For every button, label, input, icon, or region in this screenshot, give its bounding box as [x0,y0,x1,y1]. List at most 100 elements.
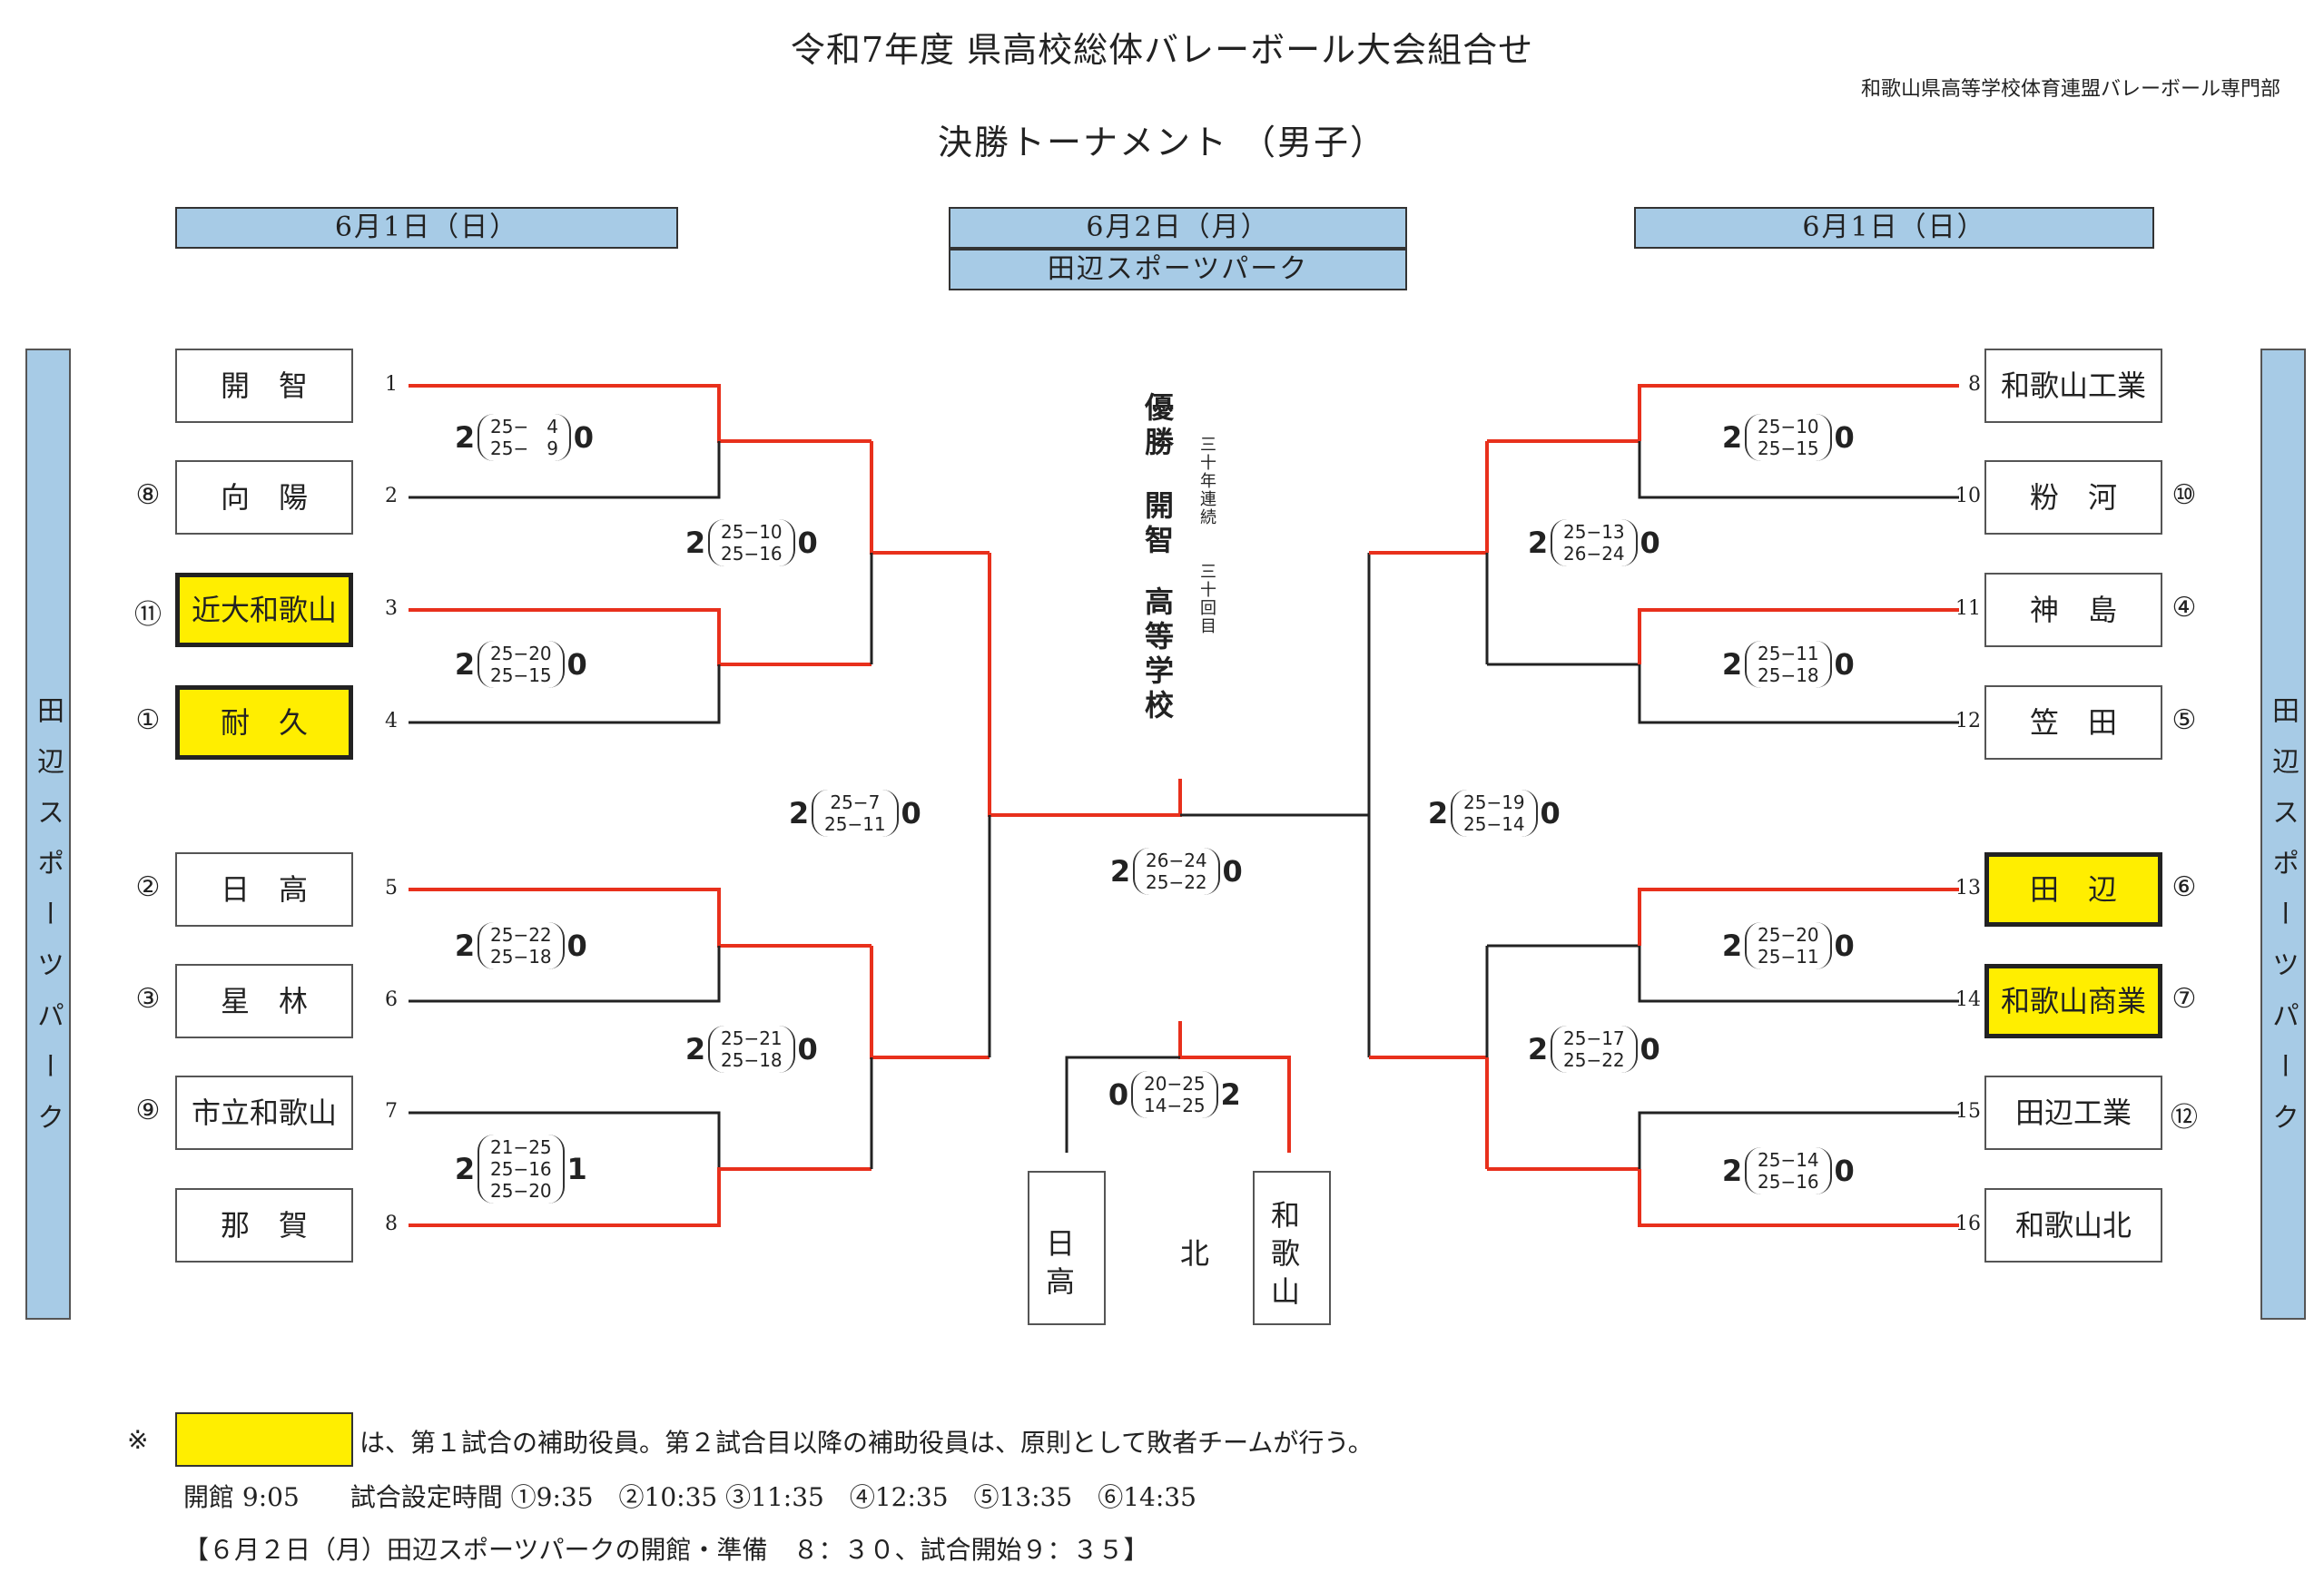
score-winner-sets: 2 [454,929,476,963]
champion-school: 高等学校 [1140,586,1175,724]
bracket-number: 5 [385,877,398,899]
set-score: 25−11 [824,813,886,835]
day2-notice: 【６月２日（月）田辺スポーツパークの開館・準備 ８：３０、試合開始９：３５】 [183,1535,1149,1565]
set-score: 25−22 [490,924,552,946]
set-score: 25−15 [1758,437,1819,459]
seed-mark: ② [135,871,161,903]
bracket-line [988,553,1182,817]
highlight-legend-swatch [175,1412,353,1467]
bracket-number: 13 [1955,877,1981,899]
date-header-center: 6月2日（月） [949,207,1407,249]
set-score: 25−13 [1563,521,1625,543]
bracket-number: 6 [385,988,398,1011]
set-score: 25−21 [721,1027,783,1049]
venue-header-center: 田辺スポーツパーク [949,249,1407,290]
score-winner-sets: 2 [1527,1032,1549,1066]
seed-mark: ⑥ [2171,871,2197,903]
team-right-2: 粉 河 [1984,460,2162,535]
date-header-left: 6月1日（日） [175,207,678,249]
bracket-line [1065,1056,1180,1153]
set-score: 25−11 [1758,643,1819,664]
bracket-number: 16 [1955,1213,1981,1235]
bracket-line [1638,441,1959,499]
score-loser-sets: 0 [1834,929,1855,963]
score-loser-sets: 0 [1834,1154,1855,1188]
set-score: 25−16 [1758,1171,1819,1193]
seed-mark: ③ [135,983,161,1015]
score-loser-sets: 0 [1640,1032,1660,1066]
bracket-line [870,946,990,1059]
seed-mark: ⑧ [135,479,161,511]
bracket-line [1638,1169,1959,1227]
schedule-text: 開館 9:05 試合設定時間 ①9:35 ②10:35 ③11:35 ④12:3… [183,1482,1196,1512]
score-loser-sets: 0 [1640,526,1660,560]
set-score: 21−25 [490,1136,552,1158]
set-score: 25−14 [1758,1149,1819,1171]
champion-name: 開智 [1140,490,1175,559]
bracket-line [1638,888,1959,946]
score-winner-sets: 2 [454,647,476,682]
bracket-number: 11 [1955,597,1981,620]
seed-mark: ④ [2171,592,2197,624]
set-score: 25−20 [490,643,552,664]
bracket-line [1178,1021,1291,1153]
set-score: 14−25 [1144,1095,1206,1116]
set-score: 25−10 [721,521,783,543]
team-right-8: 和歌山北 [1984,1188,2162,1263]
bracket-line [409,946,721,1003]
team-right-1: 和歌山工業 [1984,349,2162,423]
score-loser-sets: 0 [1834,420,1855,455]
set-score: 25−7 [830,791,881,813]
score-winner-sets: 2 [454,420,476,455]
seed-mark: ⑦ [2171,983,2197,1015]
team-right-3: 神 島 [1984,573,2162,647]
venue-left: 田辺スポーツパーク [25,349,71,1320]
score-loser-sets: 0 [1834,647,1855,682]
bracket-number: 4 [385,710,398,732]
team-right-6: 和歌山商業 [1984,964,2162,1038]
seed-mark: ⑫ [2171,1102,2198,1134]
set-score: 25−18 [490,946,552,968]
set-score: 25− 9 [490,437,558,459]
score-loser-sets: 0 [797,526,818,560]
score-winner-sets: 2 [1721,420,1743,455]
bracket-line [409,1167,872,1227]
bracket-line [409,441,721,499]
set-score: 20−25 [1144,1073,1206,1095]
bracket-line [870,441,990,555]
score-loser-sets: 0 [1222,854,1243,889]
score-loser-sets: 0 [566,929,587,963]
score-loser-sets: 0 [1540,796,1561,830]
bracket-number: 8 [1968,373,1981,396]
score-winner-sets: 2 [1427,796,1449,830]
team-right-4: 笠 田 [1984,685,2162,760]
score-loser-sets: 1 [566,1152,587,1186]
score-winner-sets: 2 [684,526,706,560]
set-score: 25−18 [721,1049,783,1071]
legend-note: は、第１試合の補助役員。第２試合目以降の補助役員は、原則として敗者チームが行う。 [359,1428,1374,1458]
set-score: 25−22 [1563,1049,1625,1071]
set-score: 25−10 [1758,416,1819,437]
bracket-line [409,888,872,948]
set-score: 25−19 [1463,791,1525,813]
bracket-line [1638,384,1959,441]
bracket-number: 15 [1955,1100,1981,1123]
third-place-left: 日高 [1028,1171,1106,1325]
score-winner-sets: 2 [1721,929,1743,963]
set-score: 25−15 [490,664,552,686]
organizer: 和歌山県高等学校体育連盟バレーボール専門部 [1860,78,2280,101]
team-left-7: 市立和歌山 [175,1076,353,1150]
